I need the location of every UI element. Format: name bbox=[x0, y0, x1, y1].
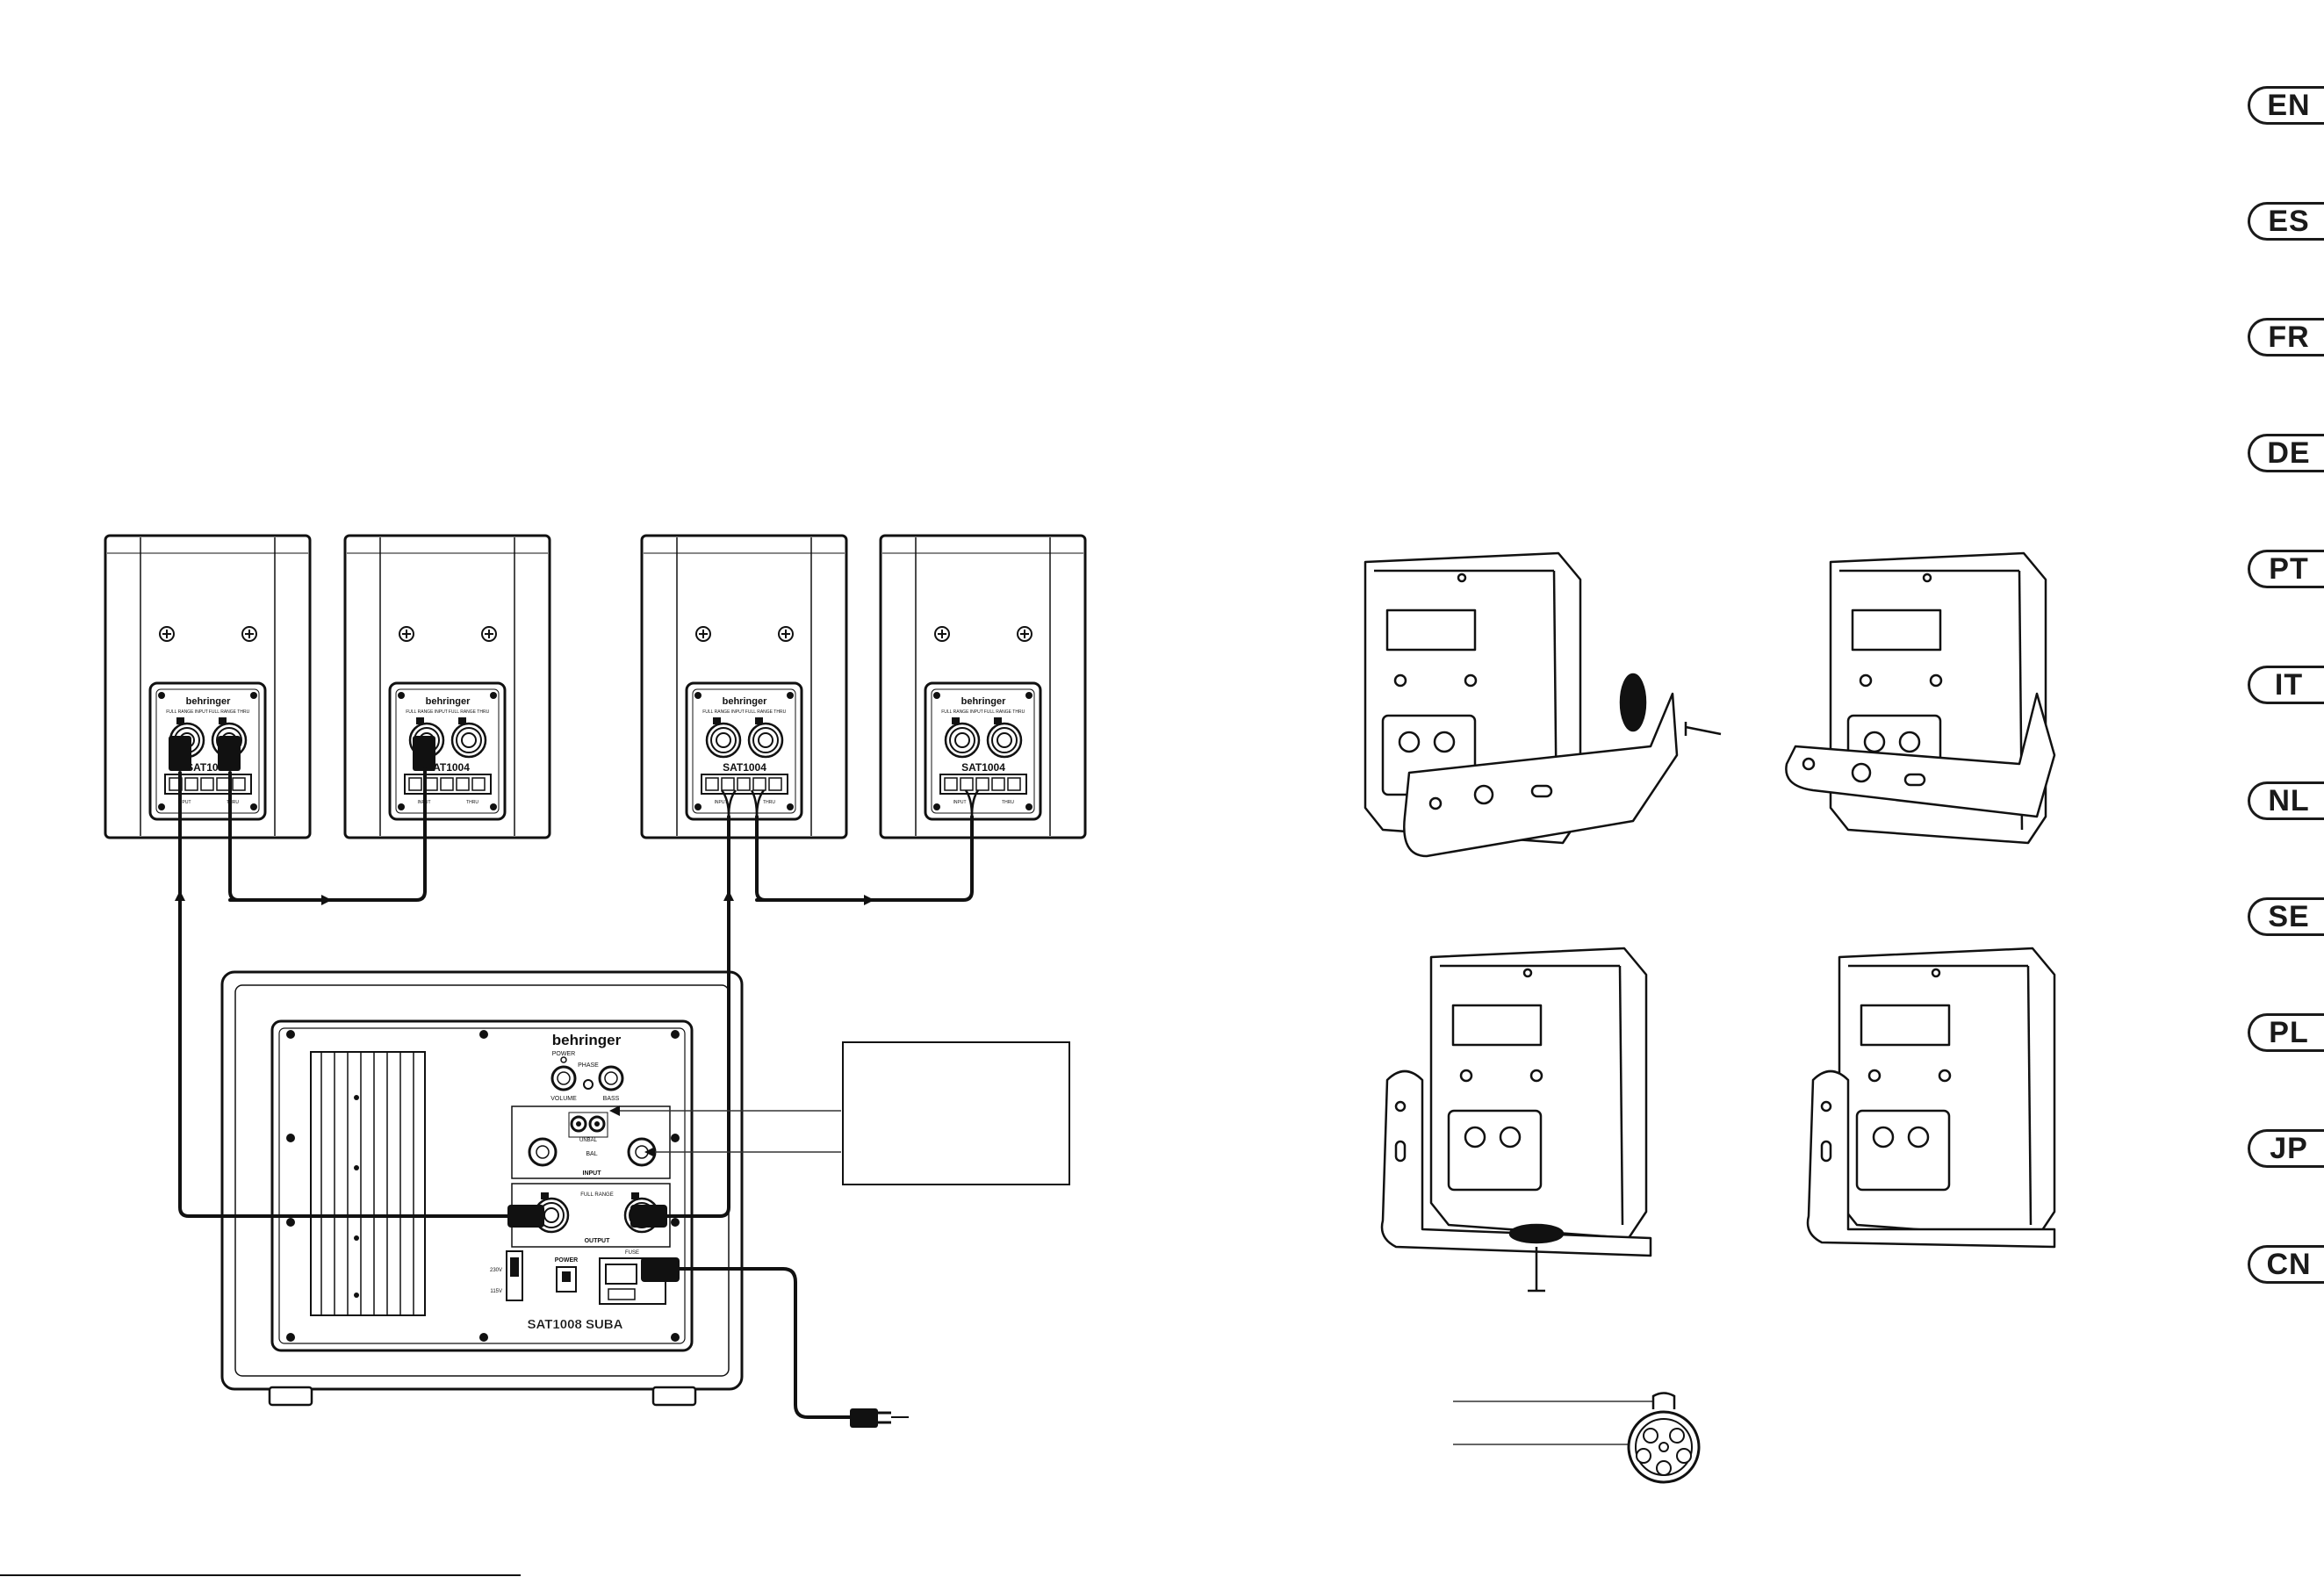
subwoofer-brand-logo: behringer bbox=[552, 1032, 622, 1048]
speakon-connector-pinout bbox=[1453, 1392, 1701, 1484]
satellite-model-label: SAT1004 bbox=[961, 761, 1005, 774]
bal-label: BAL bbox=[586, 1151, 597, 1157]
voltage-low-label: 115V bbox=[490, 1289, 502, 1294]
sat-jack-thru-label: THRU bbox=[763, 800, 775, 805]
xlr-input-left[interactable] bbox=[528, 1137, 558, 1167]
satellite-model-label: SAT1004 bbox=[723, 761, 766, 774]
output-label: OUTPUT bbox=[585, 1238, 611, 1244]
language-tab-cn[interactable]: CN bbox=[2248, 1245, 2324, 1284]
sat-jack-thru-label: THRU bbox=[466, 800, 478, 805]
sat-jack-input-label: INPUT bbox=[178, 800, 191, 805]
subwoofer-rear-panel: behringer POWER VOLUME PHASE BASS UNBAL … bbox=[220, 970, 744, 1407]
volume-knob[interactable] bbox=[550, 1065, 577, 1091]
satellite-model-label: SAT1004 bbox=[426, 761, 470, 774]
cable-plugs bbox=[507, 1205, 909, 1428]
satellite-brand-logo: behringer bbox=[186, 696, 231, 707]
unbal-label: UNBAL bbox=[579, 1138, 598, 1143]
audio-source-device bbox=[609, 1041, 1070, 1185]
sat-thru-label: FULL RANGE THRU bbox=[209, 709, 250, 715]
language-tab-it[interactable]: IT bbox=[2248, 666, 2324, 704]
satellite-brand-logo: behringer bbox=[426, 696, 471, 707]
language-tab-nl[interactable]: NL bbox=[2248, 781, 2324, 820]
fuse-label: FUSE bbox=[625, 1250, 639, 1256]
input-label: INPUT bbox=[583, 1170, 602, 1177]
language-tab-pl[interactable]: PL bbox=[2248, 1013, 2324, 1052]
language-tab-fr[interactable]: FR bbox=[2248, 318, 2324, 356]
sat-thru-label: FULL RANGE THRU bbox=[984, 709, 1025, 715]
sat-input-label: FULL RANGE INPUT bbox=[702, 709, 745, 715]
volume-power-led-label: POWER bbox=[552, 1051, 575, 1057]
voltage-high-label: 230V bbox=[490, 1268, 502, 1273]
sat-input-label: FULL RANGE INPUT bbox=[941, 709, 983, 715]
sat-jack-input-label: INPUT bbox=[953, 800, 967, 805]
satellite-brand-logo: behringer bbox=[961, 696, 1006, 707]
language-tab-pt[interactable]: PT bbox=[2248, 550, 2324, 588]
phase-switch[interactable] bbox=[583, 1079, 594, 1090]
output-sub-label: FULL RANGE bbox=[580, 1192, 613, 1198]
power-switch-label: POWER bbox=[555, 1257, 578, 1264]
language-tab-en[interactable]: EN bbox=[2248, 86, 2324, 125]
satellite-brand-logo: behringer bbox=[723, 696, 767, 707]
bass-label: BASS bbox=[603, 1096, 620, 1102]
language-tab-de[interactable]: DE bbox=[2248, 434, 2324, 472]
language-tab-se[interactable]: SE bbox=[2248, 897, 2324, 936]
sat-thru-label: FULL RANGE THRU bbox=[745, 709, 787, 715]
language-tab-jp[interactable]: JP bbox=[2248, 1129, 2324, 1168]
sat-input-label: FULL RANGE INPUT bbox=[166, 709, 208, 715]
sat-thru-label: FULL RANGE THRU bbox=[449, 709, 490, 715]
sat-input-label: FULL RANGE INPUT bbox=[406, 709, 448, 715]
phase-label: PHASE bbox=[578, 1062, 599, 1069]
language-tab-es[interactable]: ES bbox=[2248, 202, 2324, 241]
sat-jack-thru-label: THRU bbox=[1002, 800, 1014, 805]
sat-jack-thru-label: THRU bbox=[227, 800, 239, 805]
sat-jack-input-label: INPUT bbox=[715, 800, 728, 805]
connection-cables bbox=[175, 767, 974, 1419]
bass-knob[interactable] bbox=[598, 1065, 624, 1091]
bracket-mount-illustrations bbox=[1363, 551, 2056, 1293]
subwoofer-model-label: SAT1008 SUBA bbox=[528, 1317, 623, 1332]
volume-label: VOLUME bbox=[550, 1096, 577, 1102]
